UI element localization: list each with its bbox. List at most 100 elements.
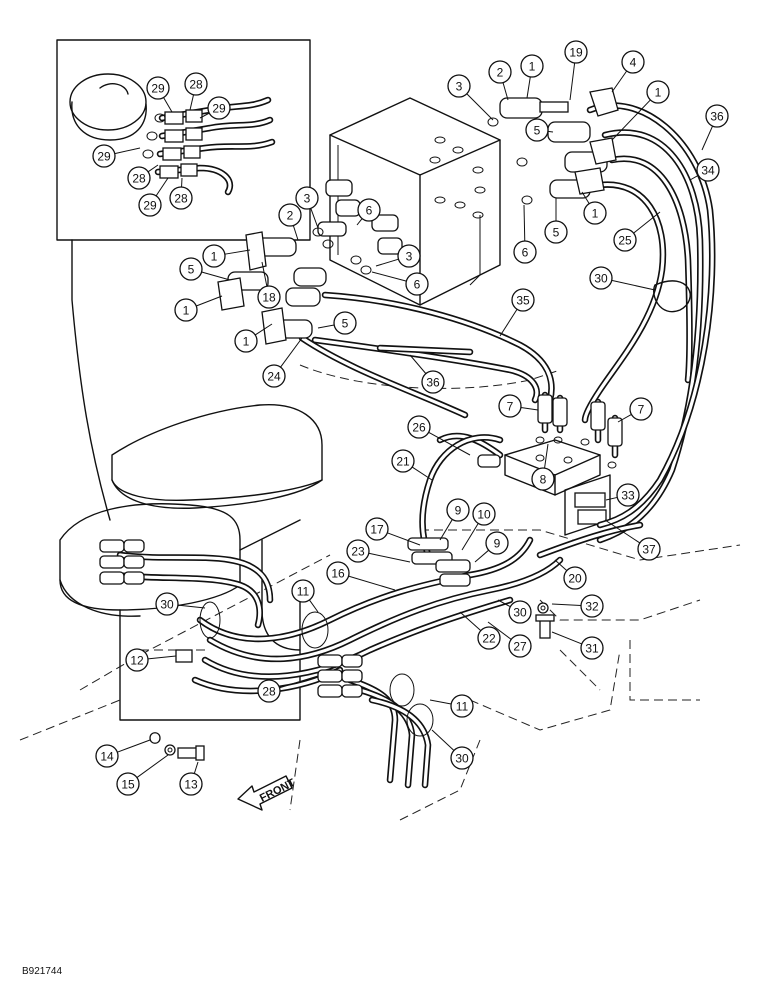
- callout-6: 6: [357, 198, 381, 222]
- callout-number: 26: [412, 421, 426, 435]
- callout-number: 9: [494, 537, 501, 551]
- callout-30: 30: [508, 600, 532, 624]
- leader-line: [411, 466, 433, 481]
- machine-frame-outline: [19, 364, 741, 821]
- callout-number: 17: [370, 523, 384, 537]
- leader-line: [163, 97, 173, 113]
- callout-6: 6: [513, 240, 537, 264]
- manifold-block: [504, 439, 611, 536]
- callout-31: 31: [580, 636, 604, 660]
- leader-line: [279, 675, 319, 689]
- callout-1: 1: [583, 201, 607, 225]
- callout-17: 17: [365, 517, 389, 541]
- callout-circle: [405, 272, 429, 296]
- callout-circle: [92, 144, 116, 168]
- leader-line: [611, 279, 656, 291]
- leader-line: [387, 532, 421, 546]
- callout-circle: [174, 298, 198, 322]
- callout-number: 14: [100, 750, 114, 764]
- callout-20: 20: [563, 566, 587, 590]
- callout-11: 11: [291, 579, 315, 603]
- callout-circle: [646, 80, 670, 104]
- callout-36: 36: [421, 370, 445, 394]
- callout-circle: [525, 118, 549, 142]
- callout-28: 28: [257, 679, 281, 703]
- callout-12: 12: [125, 648, 149, 672]
- leader-line: [310, 208, 319, 229]
- callout-circle: [365, 517, 389, 541]
- callout-number: 1: [183, 304, 190, 318]
- callout-circle: [450, 694, 474, 718]
- leader-line: [551, 603, 582, 606]
- callout-4: 4: [621, 50, 645, 74]
- callout-circle: [346, 539, 370, 563]
- callout-circle: [179, 772, 203, 796]
- callout-circle: [125, 648, 149, 672]
- leader-line: [280, 337, 303, 368]
- callout-circle: [169, 186, 193, 210]
- leader-line: [439, 519, 453, 541]
- callout-7: 7: [629, 397, 653, 421]
- callout-number: 3: [304, 192, 311, 206]
- leader-line: [551, 631, 582, 645]
- leader-lines: [114, 62, 714, 778]
- callout-number: 5: [188, 263, 195, 277]
- callout-number: 3: [456, 80, 463, 94]
- callout-circle: [520, 54, 544, 78]
- callout-number: 5: [534, 124, 541, 138]
- callout-30: 30: [589, 266, 613, 290]
- callout-number: 29: [212, 102, 226, 116]
- callout-number: 7: [507, 400, 514, 414]
- callout-circle: [488, 60, 512, 84]
- callout-1: 1: [646, 80, 670, 104]
- leader-line: [136, 754, 169, 778]
- callout-circle: [207, 96, 231, 120]
- leader-line: [611, 70, 628, 93]
- detail-inset: [56, 39, 311, 521]
- callout-circle: [498, 394, 522, 418]
- callout-number: 1: [592, 207, 599, 221]
- callout-circle: [629, 397, 653, 421]
- callout-5: 5: [333, 311, 357, 335]
- callout-circle: [447, 74, 471, 98]
- leader-line: [569, 62, 576, 101]
- callout-number: 18: [262, 291, 276, 305]
- callout-14: 14: [95, 744, 119, 768]
- callout-1: 1: [202, 244, 226, 268]
- callout-26: 26: [407, 415, 431, 439]
- leader-line: [581, 191, 590, 204]
- callout-number: 1: [243, 335, 250, 349]
- callout-circle: [295, 186, 319, 210]
- leader-line: [554, 559, 568, 572]
- callout-number: 28: [174, 192, 188, 206]
- callout-number: 30: [455, 752, 469, 766]
- callout-circle: [357, 198, 381, 222]
- callout-circle: [278, 203, 302, 227]
- callout-27: 27: [508, 634, 532, 658]
- callout-1: 1: [520, 54, 544, 78]
- callout-number: 11: [456, 700, 469, 714]
- callout-circle: [127, 166, 151, 190]
- callout-5: 5: [179, 257, 203, 281]
- callout-circle: [583, 201, 607, 225]
- leader-line: [689, 174, 699, 181]
- callout-circle: [138, 193, 162, 217]
- callout-number: 1: [529, 60, 536, 74]
- callout-circle: [472, 502, 496, 526]
- callout-8: 8: [531, 467, 555, 491]
- callout-3: 3: [397, 244, 421, 268]
- callout-29: 29: [146, 76, 170, 100]
- leader-line: [201, 271, 231, 281]
- control-valve-block: [317, 97, 501, 306]
- leader-line: [375, 258, 399, 267]
- callout-circle: [508, 600, 532, 624]
- leader-line: [474, 549, 490, 563]
- leader-line: [499, 309, 518, 337]
- leader-line: [308, 599, 319, 613]
- callout-28: 28: [169, 186, 193, 210]
- callout-19: 19: [564, 40, 588, 64]
- callout-3: 3: [447, 74, 471, 98]
- callout-number: 2: [287, 209, 294, 223]
- leader-line: [526, 76, 531, 99]
